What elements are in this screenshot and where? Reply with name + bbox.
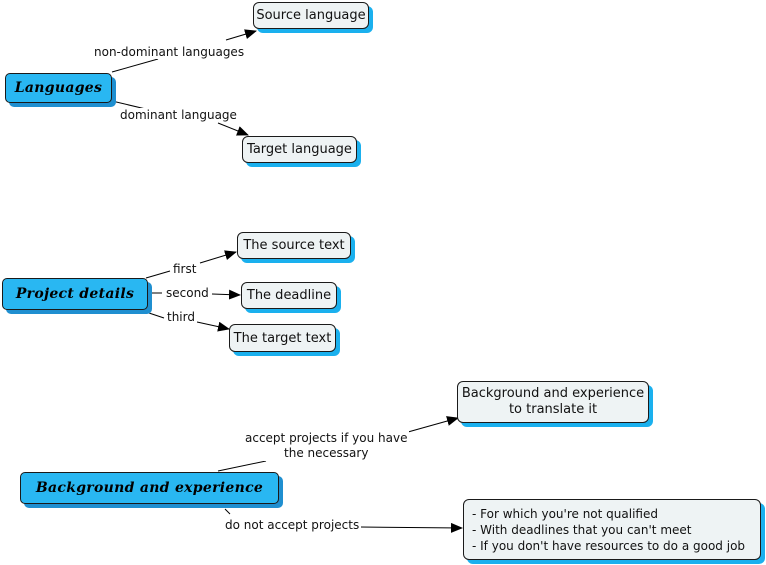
node-target-language[interactable]: Target language <box>242 136 357 163</box>
label-non-dominant-languages: non-dominant languages <box>92 45 247 59</box>
link-bg-not-accept <box>224 508 231 515</box>
node-deadline-label: The deadline <box>246 288 332 303</box>
link-bg-not-accept-arrow <box>359 522 463 533</box>
node-bg-translate-line-1: Background and experience <box>461 386 645 401</box>
node-bg-translate-line-2: to translate it <box>508 402 598 417</box>
node-project-details-label: Project details <box>15 286 135 302</box>
link-project-first-arrow <box>199 250 237 264</box>
node-project-details[interactable]: Project details <box>2 278 148 310</box>
link-languages-to-source <box>111 58 159 73</box>
node-background-label: Background and experience <box>35 480 264 496</box>
label-accept-line-2: the necessary <box>284 446 369 460</box>
node-deadline[interactable]: The deadline <box>241 282 337 309</box>
link-project-second-arrow <box>211 289 241 300</box>
link-languages-to-target-arrow <box>217 122 249 136</box>
node-not-accept-reasons[interactable]: - For which you're not qualified - With … <box>463 499 761 560</box>
node-languages[interactable]: Languages <box>5 73 112 103</box>
label-second: second <box>164 286 211 300</box>
label-third: third <box>165 310 197 324</box>
node-target-language-label: Target language <box>247 142 352 157</box>
node-source-text-label: The source text <box>243 238 345 253</box>
label-do-not-accept: do not accept projects <box>223 518 362 532</box>
node-languages-label: Languages <box>14 80 103 96</box>
link-project-third-arrow <box>196 321 230 332</box>
link-languages-to-source-arrow <box>225 29 257 41</box>
reason-resources: - If you don't have resources to do a go… <box>472 538 746 553</box>
node-background-experience[interactable]: Background and experience <box>20 472 279 504</box>
label-dominant-language: dominant language <box>118 108 239 122</box>
label-accept-projects: accept projects if you have the necessar… <box>243 431 410 461</box>
node-source-language[interactable]: Source language <box>253 2 369 29</box>
link-bg-accept-arrow <box>407 416 459 433</box>
link-project-first <box>145 270 171 279</box>
reason-deadlines: - With deadlines that you can't meet <box>472 522 692 537</box>
node-source-language-label: Source language <box>256 8 366 23</box>
node-target-text[interactable]: The target text <box>229 324 336 352</box>
node-background-to-translate[interactable]: Background and experience to translate i… <box>457 381 649 423</box>
node-target-text-label: The target text <box>233 330 332 346</box>
link-bg-accept <box>217 460 267 472</box>
link-project-third <box>145 311 165 319</box>
node-source-text[interactable]: The source text <box>237 232 351 259</box>
label-accept-line-1: accept projects if you have <box>245 431 408 445</box>
reason-not-qualified: - For which you're not qualified <box>472 506 658 521</box>
label-first: first <box>171 262 199 276</box>
